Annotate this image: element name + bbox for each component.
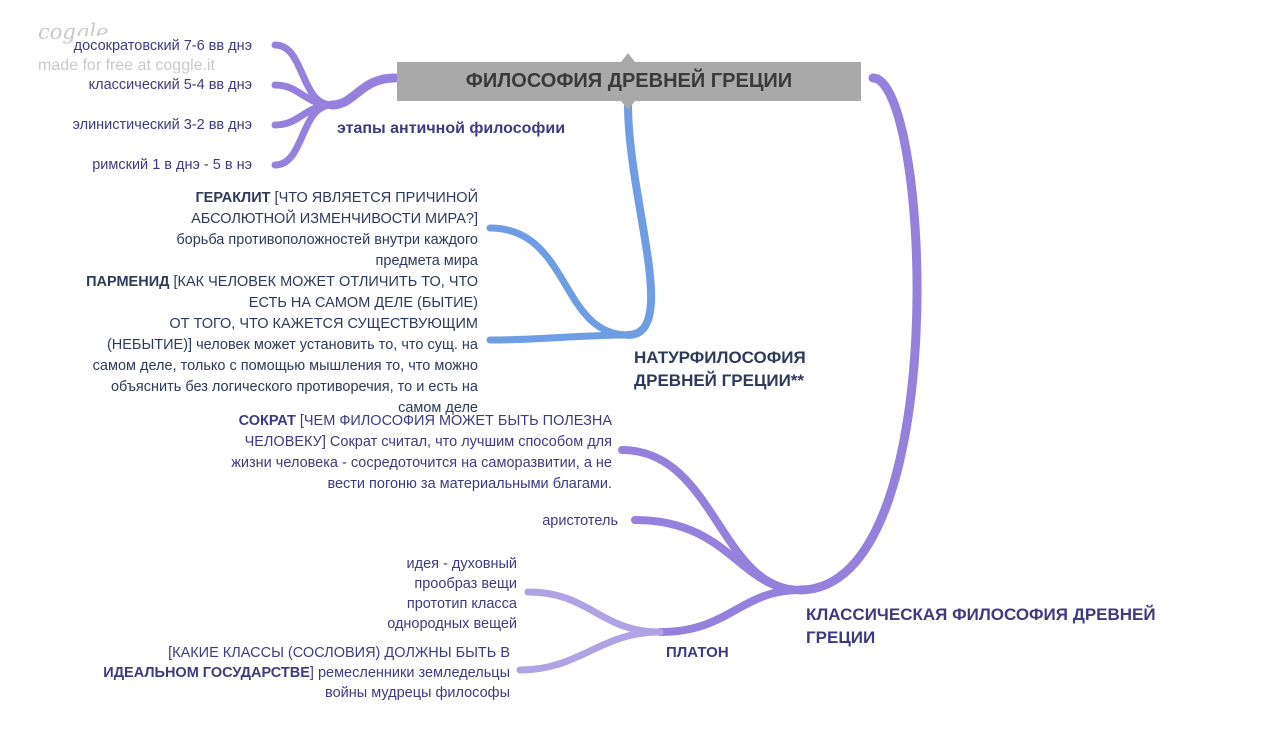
plato-state-after: ] ремесленники земледельцы (309, 665, 510, 681)
stage-item[interactable]: классический 5-4 вв днэ (88, 77, 252, 93)
link-heraclitus (486, 224, 632, 339)
link-plato-state (516, 628, 664, 674)
link-classical (795, 73, 922, 595)
plato-state-line-2: ИДЕАЛЬНОМ ГОСУДАРСТВЕ] ремесленники земл… (40, 663, 510, 683)
heraclitus-line: борьба противоположностей внутри каждого (176, 232, 478, 248)
root-bottom-marker (621, 101, 635, 110)
parmenides-question: [КАК ЧЕЛОВЕК МОЖЕТ ОТЛИЧИТЬ ТО, ЧТО (173, 274, 479, 290)
plato-state-line: [КАКИЕ КЛАССЫ (СОСЛОВИЯ) ДОЛЖНЫ БЫТЬ В (168, 645, 510, 661)
link-natural (624, 100, 656, 339)
socrates-line: вести погоню за материальными благами. (327, 476, 612, 492)
natural-title-line: ДРЕВНЕЙ ГРЕЦИИ** (634, 371, 805, 390)
root-title: ФИЛОСОФИЯ ДРЕВНЕЙ ГРЕЦИИ (465, 70, 793, 92)
link-parmenides (486, 331, 632, 344)
link-plato-idea (524, 588, 664, 636)
heraclitus-line: предмета мира (375, 253, 478, 269)
natural-title-line: НАТУРФИЛОСОФИЯ (634, 348, 806, 367)
parmenides-line: (НЕБЫТИЕ)] человек может установить то, … (106, 337, 478, 353)
classical-title-line: ГРЕЦИИ (806, 628, 876, 647)
socrates-line: ЧЕЛОВЕКУ] Сократ считал, что лучшим спос… (244, 434, 612, 450)
link-plato (656, 586, 804, 636)
coggle-watermark: made for free at coggle.it (38, 57, 215, 74)
socrates-name: СОКРАТ (238, 413, 296, 429)
heraclitus-first-line: ГЕРАКЛИТ [ЧТО ЯВЛЯЕТСЯ ПРИЧИНОЙ (18, 188, 478, 209)
socrates-first-line: СОКРАТ [ЧЕМ ФИЛОСОФИЯ МОЖЕТ БЫТЬ ПОЛЕЗНА (142, 411, 612, 432)
link-stage-4 (271, 101, 336, 169)
parmenides-line: ЕСТЬ НА САМОМ ДЕЛЕ (БЫТИЕ) (248, 295, 478, 311)
plato-idea-node[interactable]: идея - духовный прообраз вещи прототип к… (387, 554, 517, 634)
classical-title-line: КЛАССИЧЕСКАЯ ФИЛОСОФИЯ ДРЕВНЕЙ (806, 605, 1156, 624)
parmenides-line: объяснить без логического противоречия, … (110, 379, 478, 395)
heraclitus-node[interactable]: ГЕРАКЛИТ [ЧТО ЯВЛЯЕТСЯ ПРИЧИНОЙ АБСОЛЮТН… (18, 188, 478, 272)
stage-item[interactable]: досократовский 7-6 вв днэ (73, 36, 252, 57)
parmenides-node[interactable]: ПАРМЕНИД [КАК ЧЕЛОВЕК МОЖЕТ ОТЛИЧИТЬ ТО,… (8, 272, 478, 419)
link-stage-2 (271, 81, 336, 109)
parmenides-line: самом деле (398, 400, 478, 416)
plato-node[interactable]: ПЛАТОН (666, 644, 729, 661)
parmenides-line: самом деле, только с помощью мышления то… (92, 358, 478, 374)
link-stages (327, 73, 400, 110)
natural-philosophy-node[interactable]: НАТУРФИЛОСОФИЯ ДРЕВНЕЙ ГРЕЦИИ** (634, 346, 806, 392)
plato-idea-line: прообраз вещи (414, 576, 517, 592)
plato-state-bold: ИДЕАЛЬНОМ ГОСУДАРСТВЕ (103, 665, 310, 681)
root-node[interactable]: ФИЛОСОФИЯ ДРЕВНЕЙ ГРЕЦИИ (397, 62, 861, 101)
stages-node[interactable]: этапы античной философии (337, 120, 566, 137)
stage-item[interactable]: римский 1 в днэ - 5 в нэ (92, 157, 252, 173)
socrates-node[interactable]: СОКРАТ [ЧЕМ ФИЛОСОФИЯ МОЖЕТ БЫТЬ ПОЛЕЗНА… (142, 411, 612, 495)
socrates-question: [ЧЕМ ФИЛОСОФИЯ МОЖЕТ БЫТЬ ПОЛЕЗНА (299, 413, 612, 429)
root-top-marker (621, 53, 635, 62)
heraclitus-question: [ЧТО ЯВЛЯЕТСЯ ПРИЧИНОЙ (274, 190, 478, 206)
plato-idea-line: однородных вещей (387, 616, 517, 632)
classical-philosophy-node[interactable]: КЛАССИЧЕСКАЯ ФИЛОСОФИЯ ДРЕВНЕЙ ГРЕЦИИ (806, 603, 1156, 649)
socrates-line: жизни человека - сосредоточится на самор… (231, 455, 612, 471)
aristotle-node[interactable]: аристотель (542, 513, 618, 529)
parmenides-line: ОТ ТОГО, ЧТО КАЖЕТСЯ СУЩЕСТВУЮЩИМ (169, 316, 478, 332)
parmenides-name: ПАРМЕНИД (86, 274, 170, 290)
heraclitus-name: ГЕРАКЛИТ (195, 190, 271, 206)
link-aristotle (631, 516, 804, 594)
plato-idea-line: идея - духовный (406, 556, 517, 572)
parmenides-first-line: ПАРМЕНИД [КАК ЧЕЛОВЕК МОЖЕТ ОТЛИЧИТЬ ТО,… (8, 272, 478, 293)
plato-idea-line: прототип класса (406, 596, 517, 612)
heraclitus-line: АБСОЛЮТНОЙ ИЗМЕНЧИВОСТИ МИРА?] (191, 211, 478, 227)
plato-state-line: войны мудрецы философы (325, 685, 510, 701)
plato-state-node[interactable]: [КАКИЕ КЛАССЫ (СОСЛОВИЯ) ДОЛЖНЫ БЫТЬ В И… (40, 643, 510, 703)
stage-item[interactable]: элинистический 3-2 вв днэ (72, 117, 252, 133)
